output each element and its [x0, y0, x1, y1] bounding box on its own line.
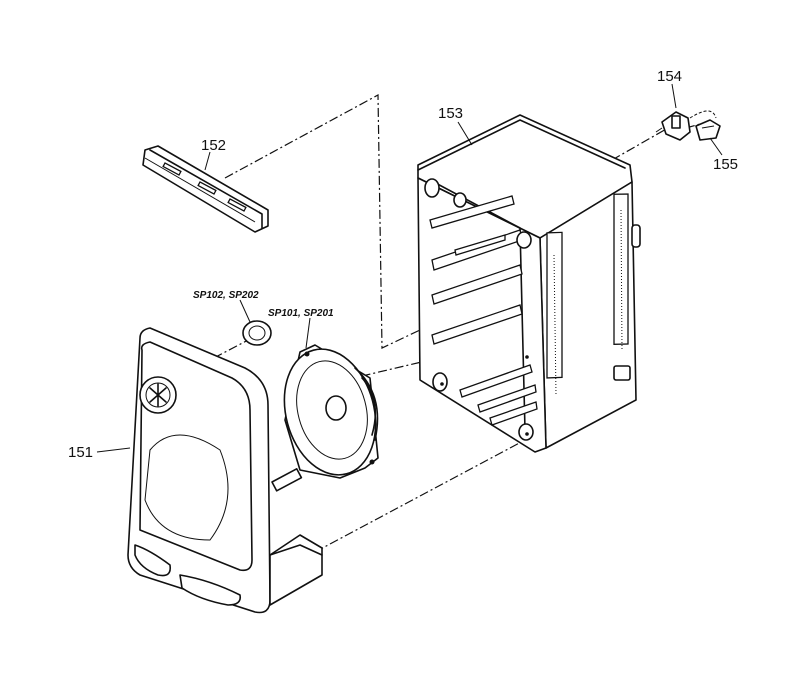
label-153: 153 — [438, 105, 463, 122]
tweeter-unit — [242, 320, 272, 346]
leader-lines — [96, 83, 723, 453]
mounting-bracket-152 — [142, 145, 269, 233]
label-152: 152 — [201, 137, 226, 154]
woofer-unit — [283, 344, 379, 479]
label-154: 154 — [657, 68, 682, 85]
label-151: 151 — [68, 444, 93, 461]
label-sp102-sp202: SP102, SP202 — [193, 290, 259, 301]
label-sp101-sp201: SP101, SP201 — [268, 308, 334, 319]
front-panel-151 — [127, 327, 323, 614]
label-155: 155 — [713, 156, 738, 173]
terminal-clip-155 — [695, 119, 721, 141]
terminal-154 — [655, 110, 717, 141]
assembly-guide-lines — [209, 94, 701, 561]
speaker-cabinet-153 — [417, 114, 641, 453]
